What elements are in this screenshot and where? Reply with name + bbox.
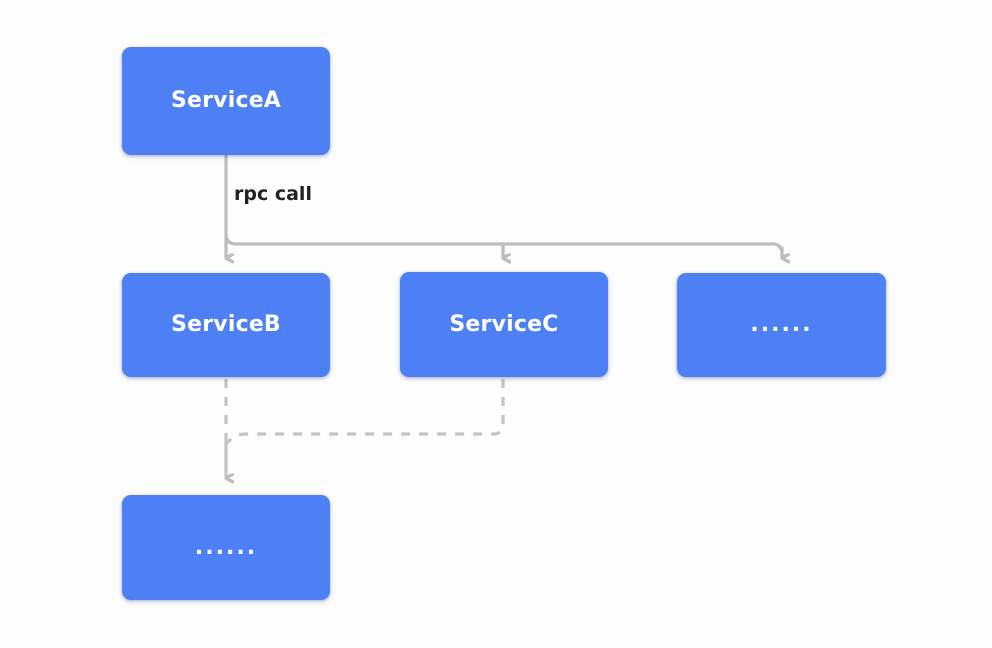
node-service-c-label: ServiceC [449,311,559,337]
node-service-more-bottom[interactable]: ...... [122,495,330,600]
node-service-more-top-label: ...... [750,312,813,337]
node-service-c[interactable]: ServiceC [400,272,608,377]
edge-c-to-more-bottom [224,379,505,446]
node-service-more-top[interactable]: ...... [677,273,886,377]
node-service-more-bottom-label: ...... [194,534,258,560]
node-service-a[interactable]: ServiceA [122,47,330,155]
edge-label-rpc-call: rpc call [234,183,312,205]
node-service-a-label: ServiceA [170,88,282,113]
node-service-b[interactable]: ServiceB [122,273,330,377]
node-service-b-label: ServiceB [171,312,281,337]
